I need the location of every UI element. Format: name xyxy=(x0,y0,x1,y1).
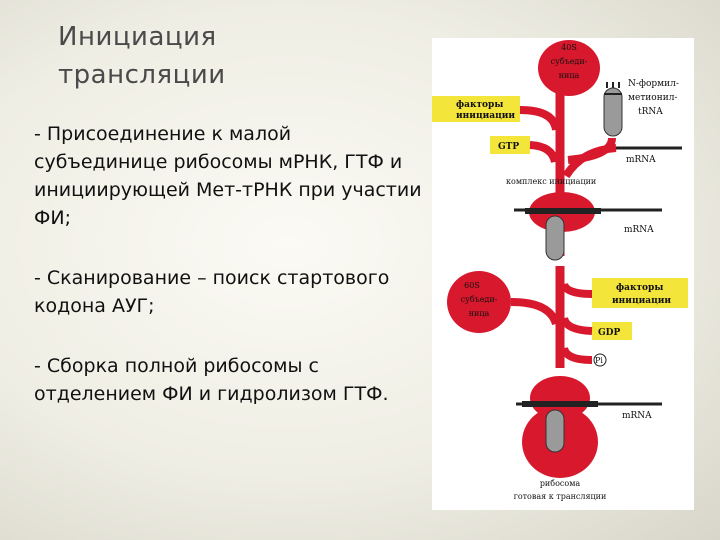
factors-top-line1: факторы xyxy=(456,100,503,110)
factors-right-line1: факторы xyxy=(616,283,663,293)
subunit-40s-line2: субъеди- xyxy=(551,57,588,66)
initiation-factors-box-top xyxy=(432,96,520,122)
initiation-factors-box-right xyxy=(592,278,688,308)
trna-label-line3: tRNA xyxy=(638,107,663,117)
gdp-box xyxy=(592,322,632,340)
slide-title: Инициация трансляции xyxy=(58,22,226,90)
gtp-box xyxy=(490,136,530,154)
gtp-label: GTP xyxy=(498,142,519,152)
subunit-60s-line2: субъеди- xyxy=(461,295,498,304)
ribosome-trna xyxy=(545,409,565,453)
bullet-mrna-binding: - Присоединение к малой субъединице рибо… xyxy=(34,123,422,229)
trna-label-line2: метионил- xyxy=(628,93,677,103)
bullet-list: - Присоединение к малой субъединице рибо… xyxy=(34,120,424,440)
factors-top-line2: инициации xyxy=(456,111,515,121)
bullet-assembly: - Сборка полной рибосомы с отделением ФИ… xyxy=(34,355,389,405)
subunit-40s-line1: 40S xyxy=(561,43,577,52)
bullet-scanning: - Сканирование – поиск стартового кодона… xyxy=(34,267,390,317)
pi-label: Pi xyxy=(595,356,603,365)
ribosome-caption-line2: готовая к трансляции xyxy=(514,492,607,501)
subunit-60s-circle xyxy=(447,271,511,333)
subunit-40s-line3: ница xyxy=(559,71,580,80)
mrna-label-1: mRNA xyxy=(626,155,656,165)
mrna-label-2: mRNA xyxy=(624,225,654,235)
trna-shape xyxy=(603,87,623,137)
initiation-complex-trna xyxy=(545,215,565,261)
subunit-60s-line1: 60S xyxy=(464,281,480,290)
factors-right-line2: инициации xyxy=(612,296,671,306)
gdp-label: GDP xyxy=(598,328,620,338)
complex-label: комплекс инициации xyxy=(506,177,596,186)
ribosome-caption-line1: рибосома xyxy=(540,479,581,488)
translation-initiation-figure: 40S субъеди- ница N-формил- метионил- tR… xyxy=(432,38,694,510)
initiation-diagram: 40S субъеди- ница N-формил- метионил- tR… xyxy=(432,40,688,501)
trna-label-line1: N-формил- xyxy=(628,79,679,89)
mrna-label-3: mRNA xyxy=(622,411,652,421)
subunit-40s-circle xyxy=(538,40,600,96)
subunit-60s-line3: ница xyxy=(469,309,490,318)
